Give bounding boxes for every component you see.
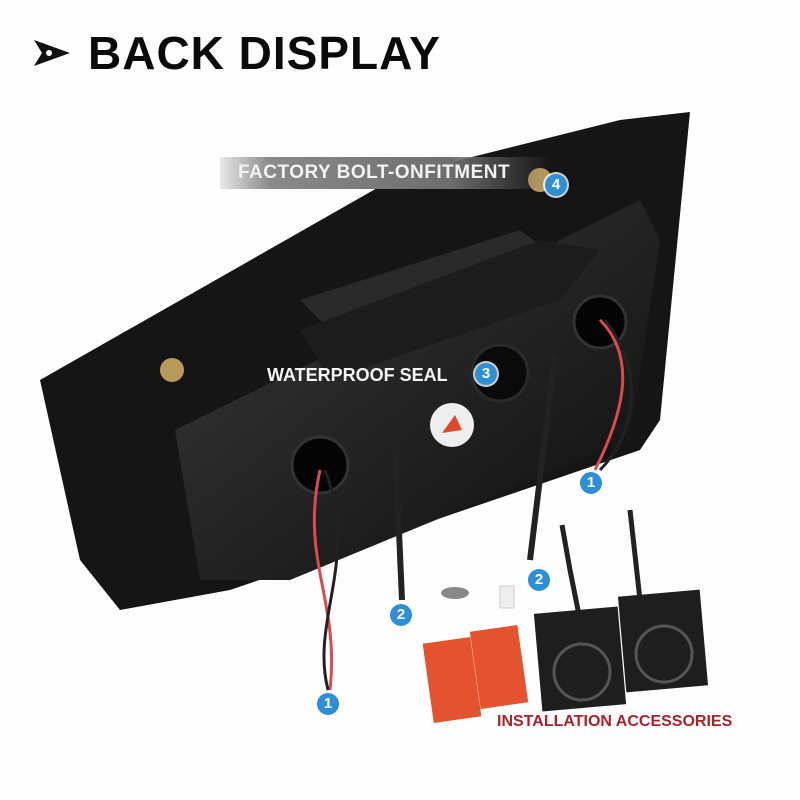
callout-badge: 1 xyxy=(317,693,339,715)
callout-badge: 1 xyxy=(580,472,602,494)
fitment-label: FACTORY BOLT-ONFITMENT xyxy=(238,162,511,183)
callout-badge: 3 xyxy=(475,363,497,385)
arrow-icon xyxy=(34,40,70,66)
fitment-label-banner: FACTORY BOLT-ONFITMENT xyxy=(220,157,550,189)
callout-badge: 2 xyxy=(390,604,412,626)
page-title: BACK DISPLAY xyxy=(88,27,441,79)
adhesive-pads xyxy=(422,625,529,723)
waterproof-seal-label: WATERPROOF SEAL xyxy=(267,365,448,385)
installation-accessories-label: INSTALLATION ACCESSORIES xyxy=(497,713,733,730)
resistor-modules xyxy=(533,589,709,712)
callout-badge: 4 xyxy=(545,174,567,196)
callout-badge: 2 xyxy=(528,569,550,591)
